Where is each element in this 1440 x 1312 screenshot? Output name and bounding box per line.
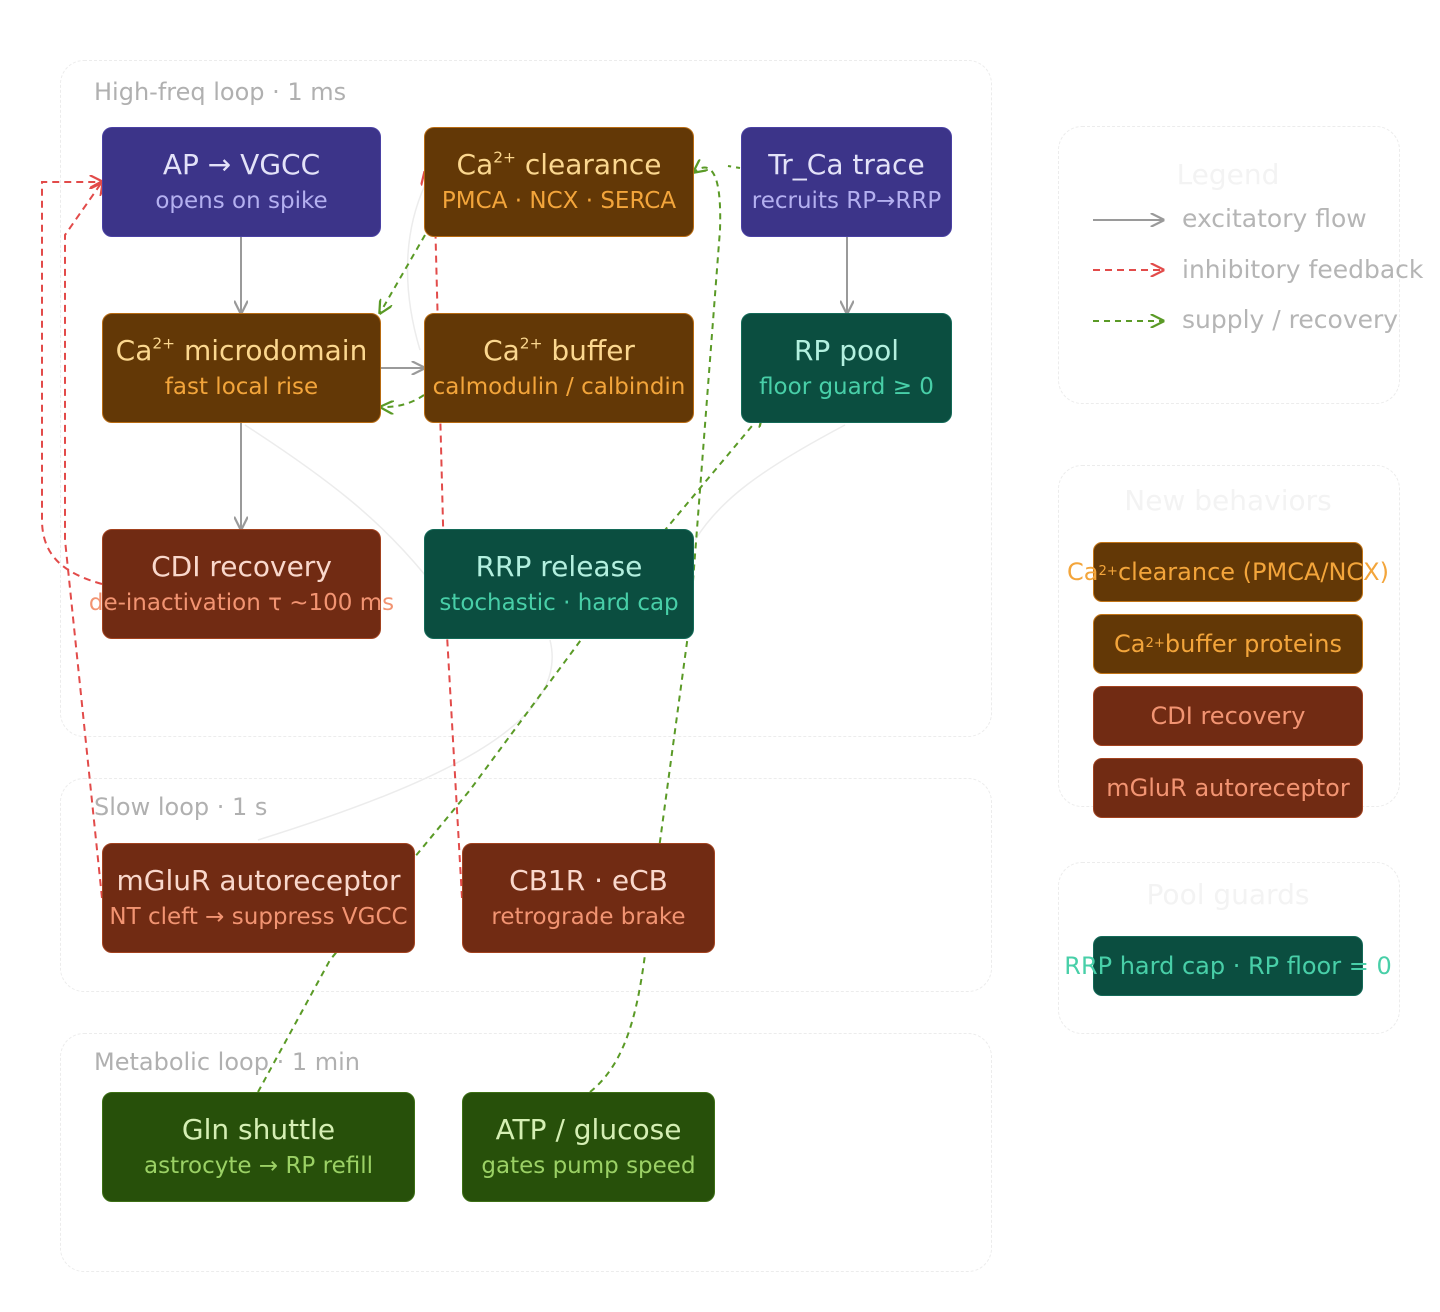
node-mglur-title: mGluR autoreceptor: [116, 864, 401, 897]
node-cb1r-ecb: CB1R · eCB retrograde brake: [462, 843, 715, 953]
node-rp-pool-title: RP pool: [793, 334, 900, 367]
node-ca-microdomain-title: Ca2+ microdomain: [115, 334, 368, 367]
node-ca-buffer-title: Ca2+ buffer: [483, 334, 635, 367]
slow-loop-label: Slow loop · 1 s: [94, 793, 268, 821]
node-ca-clearance: Ca2+ clearance PMCA · NCX · SERCA: [424, 127, 694, 237]
node-cdi-title: CDI recovery: [151, 550, 332, 583]
node-gln-subtitle: astrocyte → RP refill: [144, 1153, 373, 1179]
node-ap-vgcc-title: AP → VGCC: [162, 148, 321, 181]
legend-title: Legend: [1176, 158, 1280, 191]
node-rp-pool: RP pool floor guard ≥ 0: [741, 313, 952, 423]
node-ca-microdomain-subtitle: fast local rise: [164, 374, 319, 400]
new-behaviors-title: New behaviors: [1124, 484, 1332, 517]
legend-item-supply: supply / recovery: [1182, 305, 1399, 334]
chip-pool-guards: RRP hard cap · RP floor = 0: [1064, 936, 1392, 996]
node-tr-ca-title: Tr_Ca trace: [768, 148, 925, 181]
legend-item-inhibitory: inhibitory feedback: [1182, 255, 1424, 284]
chip-cdi-recovery: CDI recovery: [1093, 686, 1363, 746]
node-gln-title: Gln shuttle: [181, 1113, 336, 1146]
node-ca-clearance-title: Ca2+ clearance: [456, 148, 662, 181]
node-cb1r-title: CB1R · eCB: [509, 864, 668, 897]
node-ap-vgcc: AP → VGCC opens on spike: [102, 127, 381, 237]
node-mglur-autoreceptor: mGluR autoreceptor NT cleft → suppress V…: [102, 843, 415, 953]
node-ca-buffer-subtitle: calmodulin / calbindin: [432, 374, 686, 400]
node-tr-ca-subtitle: recruits RP→RRP: [751, 188, 942, 214]
node-atp-subtitle: gates pump speed: [481, 1153, 696, 1179]
node-rrp-subtitle: stochastic · hard cap: [439, 590, 679, 616]
node-atp-glucose: ATP / glucose gates pump speed: [462, 1092, 715, 1202]
node-cdi-subtitle: de-inactivation τ ~100 ms: [88, 590, 395, 616]
node-tr-ca-trace: Tr_Ca trace recruits RP→RRP: [741, 127, 952, 237]
metabolic-loop-label: Metabolic loop · 1 min: [94, 1048, 360, 1076]
chip-mglur-autoreceptor: mGluR autoreceptor: [1093, 758, 1363, 818]
node-ca-clearance-subtitle: PMCA · NCX · SERCA: [441, 188, 677, 214]
legend-panel: [1058, 126, 1400, 404]
node-ap-vgcc-subtitle: opens on spike: [155, 188, 328, 214]
node-atp-title: ATP / glucose: [495, 1113, 682, 1146]
node-rrp-release: RRP release stochastic · hard cap: [424, 529, 694, 639]
node-rrp-title: RRP release: [475, 550, 643, 583]
node-mglur-subtitle: NT cleft → suppress VGCC: [109, 904, 408, 930]
node-rp-pool-subtitle: floor guard ≥ 0: [759, 374, 934, 400]
node-gln-shuttle: Gln shuttle astrocyte → RP refill: [102, 1092, 415, 1202]
high-freq-loop-label: High-freq loop · 1 ms: [94, 78, 347, 106]
legend-item-excitatory: excitatory flow: [1182, 204, 1367, 233]
node-ca-microdomain: Ca2+ microdomain fast local rise: [102, 313, 381, 423]
pool-guards-title: Pool guards: [1146, 878, 1310, 911]
node-cdi-recovery: CDI recovery de-inactivation τ ~100 ms: [89, 529, 394, 639]
node-cb1r-subtitle: retrograde brake: [491, 904, 686, 930]
node-ca-buffer: Ca2+ buffer calmodulin / calbindin: [424, 313, 694, 423]
